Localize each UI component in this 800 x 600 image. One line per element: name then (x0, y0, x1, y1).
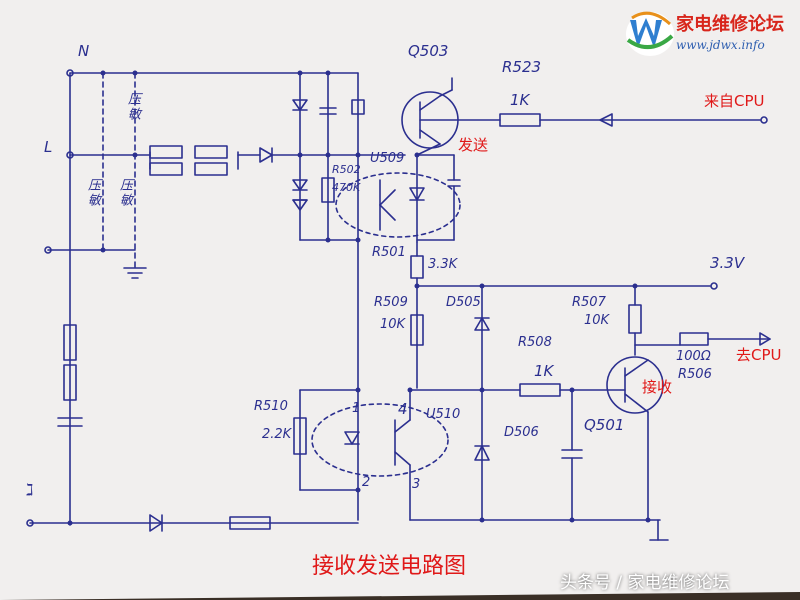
label-pin-j: ℷ (26, 480, 34, 499)
varistor-label-1: 压敏 (125, 92, 140, 122)
label-n: N (78, 42, 90, 60)
varistor-label-2: 压敏 (85, 178, 100, 208)
diagram-caption: 接收发送电路图 (312, 554, 467, 579)
label-r501: R501 (372, 245, 406, 260)
label-r509: R509 (374, 295, 408, 310)
logo-url: www.jdwx.info (676, 38, 765, 52)
forum-logo (626, 11, 674, 56)
annotation-to-cpu: 去CPU (736, 346, 782, 364)
label-q503: Q503 (408, 42, 449, 60)
label-q501: Q501 (584, 416, 625, 434)
label-r507: R507 (572, 295, 606, 310)
label-u510: U510 (426, 407, 461, 422)
label-r506: R506 (678, 367, 712, 382)
logo-name: 家电维修论坛 (676, 14, 784, 35)
label-pin3: 3 (412, 477, 421, 492)
annotation-receive: 接收 (642, 378, 673, 396)
label-r509-value: 10K (380, 317, 406, 332)
label-r501-value: 3.3K (428, 257, 458, 272)
label-r502: R502 (332, 163, 361, 176)
annotation-send: 发送 (458, 136, 489, 154)
label-r507-value: 10K (584, 313, 610, 328)
label-pin2: 2 (362, 475, 371, 490)
label-r523: R523 (502, 58, 542, 76)
label-r508: R508 (518, 335, 552, 350)
label-3v3: 3.3V (710, 254, 745, 272)
label-r510: R510 (254, 399, 288, 414)
varistor-label-3: 压敏 (117, 178, 132, 208)
label-l: L (44, 138, 53, 156)
label-pin4: 4 (398, 400, 408, 418)
label-pin1: 1 (352, 401, 361, 416)
label-r510-value: 2.2K (262, 427, 292, 442)
label-r506-value: 100Ω (676, 349, 711, 364)
label-u509: U509 (370, 151, 405, 166)
label-d505: D505 (446, 295, 481, 310)
watermark: 头条号 / 家电维修论坛 (560, 573, 730, 593)
label-r523-value: 1K (510, 91, 530, 109)
label-r502-value: 470K (332, 181, 361, 194)
label-r508-value: 1K (534, 362, 554, 380)
annotation-from-cpu: 来自CPU (704, 92, 765, 110)
label-d506: D506 (504, 425, 539, 440)
